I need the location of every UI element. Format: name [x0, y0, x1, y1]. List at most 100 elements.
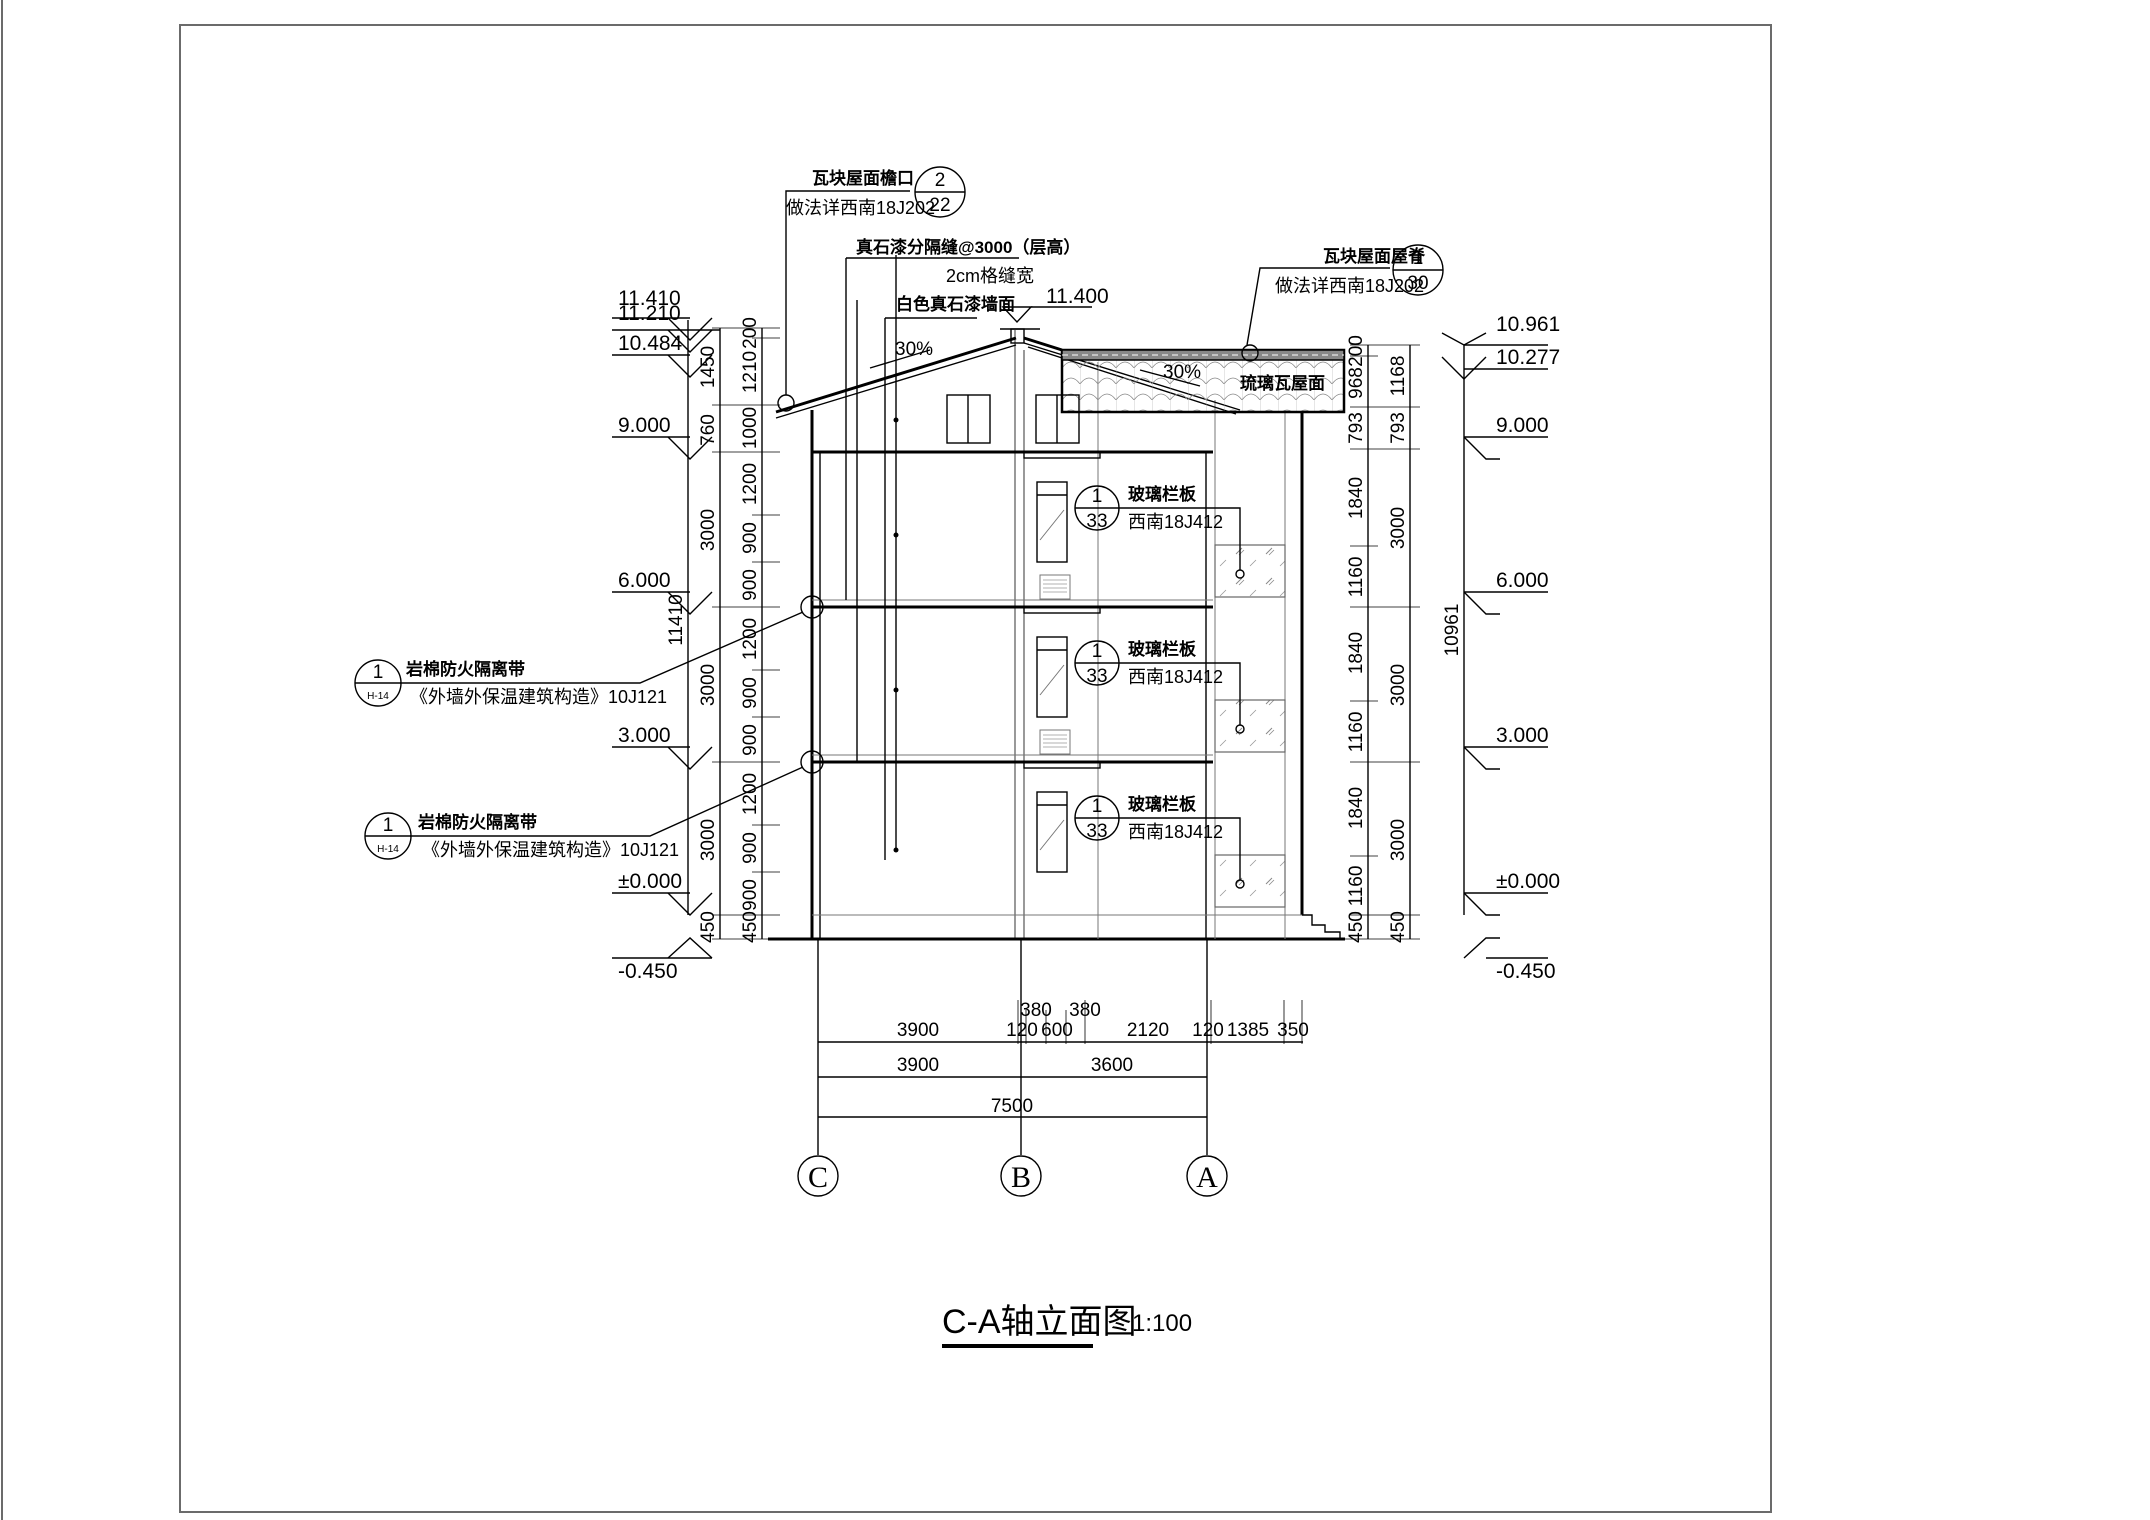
- firebreak-ref-lower: 《外墙外保温建筑构造》10J121: [422, 840, 679, 860]
- level-right-0: ±0.000: [1496, 870, 1560, 893]
- dim-right-1160-a: 1160: [1346, 557, 1367, 598]
- dim-bottom-5: 380: [1069, 1000, 1101, 1021]
- air-vent-2: [1039, 729, 1071, 755]
- dim-bottom-1: 3900: [897, 1020, 939, 1041]
- railing-sheet-3: 33: [1086, 511, 1107, 532]
- air-vent-1: [1039, 574, 1071, 600]
- dim-right-1840-c: 1840: [1346, 787, 1367, 829]
- slope-left-label: 30%: [895, 339, 933, 360]
- dim-right-outer-793: 793: [1388, 412, 1409, 444]
- railing-callout-2: 1 33 玻璃栏板 西南18J412: [1074, 639, 1245, 734]
- dim-inner-1000: 1000: [740, 407, 761, 449]
- dim-right-200: 200: [1346, 335, 1367, 367]
- axis-grid: C B A: [797, 939, 1228, 1197]
- joint-sub: 2cm格缝宽: [946, 266, 1034, 286]
- railing-num-1: 1: [1092, 796, 1103, 817]
- dim-bottom-total: 7500: [991, 1096, 1033, 1117]
- ridge-cap: [1010, 328, 1025, 344]
- dim-right-3000-b: 3000: [1388, 664, 1409, 706]
- glass-railing-3: [1214, 544, 1286, 598]
- ridge-detail-callout: 瓦块屋面屋脊 做法详西南18J202 1 30: [1241, 244, 1444, 362]
- level-right-10277: 10.277: [1496, 346, 1560, 369]
- railing-sheet-2: 33: [1086, 666, 1107, 687]
- railing-sheet-1: 33: [1086, 821, 1107, 842]
- dim-right-1840-b: 1840: [1346, 632, 1367, 674]
- firebreak-num-lower: 1: [383, 815, 394, 836]
- attic-window-2: [1035, 394, 1080, 444]
- level-right-10961: 10.961: [1496, 313, 1560, 336]
- dim-bottom-8: 1385: [1227, 1020, 1269, 1041]
- axis-label-c: C: [808, 1161, 828, 1194]
- level-left-10484: 10.484: [618, 332, 683, 355]
- railing-title-2: 玻璃栏板: [1128, 639, 1197, 659]
- glazed-roof-label: 琉璃瓦屋面: [1240, 373, 1325, 393]
- window-floor-3: [1036, 481, 1068, 563]
- ridge-level-mark: 11.400: [1000, 285, 1109, 330]
- right-level-marks: 10.961 10.277 9.000 6.000 3.000 ±0.000 -…: [1441, 313, 1560, 983]
- railing-callout-3: 1 33 玻璃栏板 西南18J412: [1074, 484, 1245, 579]
- dim-left-760: 760: [698, 414, 719, 446]
- entry-steps: [1302, 914, 1341, 939]
- dim-inner-900-c: 900: [740, 677, 761, 709]
- left-level-marks: 11.410 11.210 10.484 9.000 6.000 3.000 ±…: [612, 287, 720, 983]
- railing-title-1: 玻璃栏板: [1128, 794, 1197, 814]
- dim-inner-1200-b: 1200: [740, 618, 761, 660]
- level-left-minus450: -0.450: [618, 960, 678, 983]
- firebreak-sheet-lower: H-14: [377, 844, 399, 855]
- ridge-detail-sheet: 30: [1407, 273, 1428, 294]
- dim-left-3000-c: 3000: [698, 819, 719, 861]
- level-right-6000: 6.000: [1496, 569, 1549, 592]
- level-right-minus450: -0.450: [1496, 960, 1556, 983]
- dim-inner-1200-c: 1200: [740, 773, 761, 815]
- railing-ref-2: 西南18J412: [1128, 667, 1223, 687]
- dim-inner-200: 200: [740, 317, 761, 349]
- firebreak-sheet-upper: H-14: [367, 691, 389, 702]
- dim-right-1168: 1168: [1388, 356, 1409, 397]
- dim-inner-900-a: 900: [740, 522, 761, 554]
- dim-bottom-9: 350: [1277, 1020, 1309, 1041]
- dim-left-450: 450: [698, 911, 719, 943]
- glass-railing-2: [1214, 699, 1286, 753]
- building: 琉璃瓦屋面 30% 30%: [768, 255, 1346, 941]
- eave-detail-sheet: 22: [929, 195, 950, 216]
- eave-detail-callout: 瓦块屋面檐口 做法详西南18J202 2 22: [777, 166, 966, 412]
- axis-label-a: A: [1196, 1161, 1218, 1194]
- railing-callout-1: 1 33 玻璃栏板 西南18J412: [1074, 794, 1245, 889]
- dim-right-450-a: 450: [1346, 911, 1367, 943]
- dim-inner-900-f: 900: [740, 879, 761, 911]
- firebreak-title-upper: 岩棉防火隔离带: [405, 659, 525, 679]
- joint-title: 真石漆分隔缝@3000（层高）: [856, 237, 1080, 257]
- stone-paint-joint-callout: 真石漆分隔缝@3000（层高） 2cm格缝宽: [845, 237, 1080, 600]
- level-left-6000: 6.000: [618, 569, 671, 592]
- railing-ref-3: 西南18J412: [1128, 512, 1223, 532]
- level-left-0: ±0.000: [618, 870, 682, 893]
- window-floor-2: [1036, 636, 1068, 718]
- level-right-3000: 3.000: [1496, 724, 1549, 747]
- dim-bottom-4: 600: [1041, 1020, 1073, 1041]
- dim-inner-900-e: 900: [740, 832, 761, 864]
- level-left-3000: 3.000: [618, 724, 671, 747]
- wall-finish-callout: 白色真石漆墙面: [884, 294, 1015, 860]
- dim-bottom-6: 2120: [1127, 1020, 1169, 1041]
- dim-right-total: 10961: [1442, 604, 1463, 657]
- drawing-title: C-A轴立面图: [942, 1303, 1137, 1341]
- dim-left-1450: 1450: [698, 346, 719, 388]
- wall-finish-title: 白色真石漆墙面: [896, 294, 1015, 314]
- slope-right-label: 30%: [1163, 362, 1201, 383]
- eave-detail-title: 瓦块屋面檐口: [812, 168, 914, 188]
- dim-right-968: 968: [1346, 367, 1367, 399]
- ridge-detail-title: 瓦块屋面屋脊: [1323, 246, 1426, 266]
- axis-label-b: B: [1011, 1161, 1031, 1194]
- dim-right-3000-a: 3000: [1388, 507, 1409, 549]
- railing-title-3: 玻璃栏板: [1128, 484, 1197, 504]
- drawing-title-block: C-A轴立面图 1:100: [942, 1303, 1192, 1348]
- level-left-11210: 11.210: [618, 302, 681, 325]
- dim-inner-900-d: 900: [740, 724, 761, 756]
- dim-left-total: 11410: [666, 594, 687, 645]
- dim-inner-450: 450: [740, 911, 761, 943]
- level-left-11410: 11.410: [618, 287, 681, 310]
- firebreak-callout-lower: 1 H-14 岩棉防火隔离带 《外墙外保温建筑构造》10J121: [364, 750, 824, 860]
- dim-left-3000-b: 3000: [698, 664, 719, 706]
- axis-bubble-c: [797, 1155, 839, 1197]
